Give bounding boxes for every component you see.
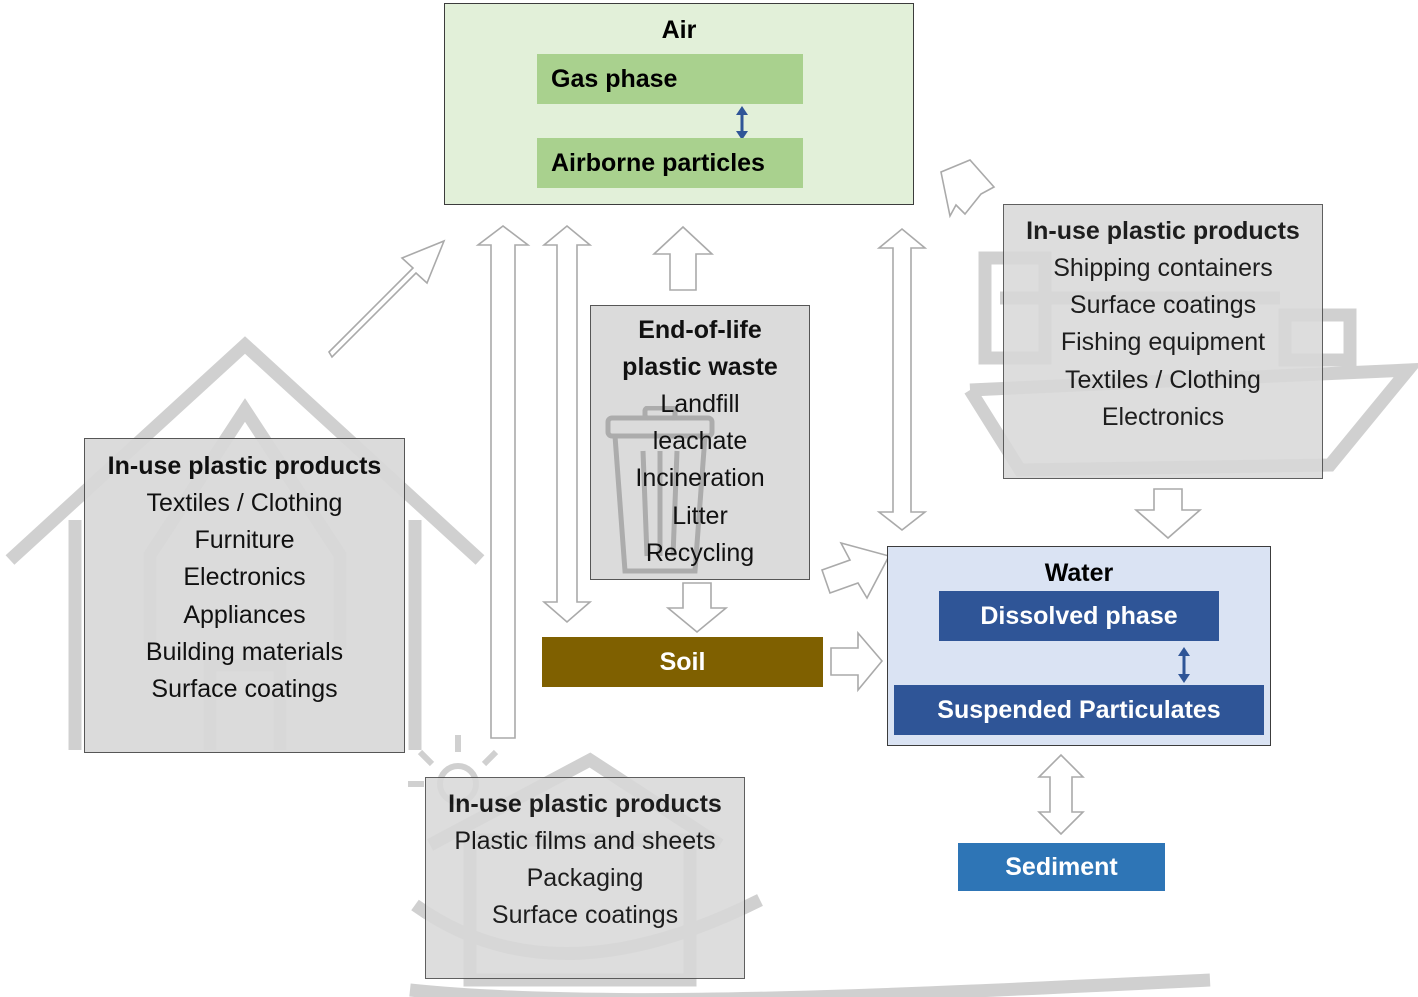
arrow-house-to-air [327, 239, 446, 359]
household-item: Surface coatings [151, 675, 338, 704]
suspended-particulates-bar: Suspended Particulates [894, 685, 1264, 735]
arrow-waste-to-water [820, 541, 891, 600]
gas-phase-bar: Gas phase [537, 54, 803, 104]
end-of-life-item: leachate [652, 427, 748, 456]
shipping-item: Shipping containers [1053, 254, 1273, 282]
air-compartment: Air Gas phase Airborne particles [444, 3, 914, 205]
soil-compartment: Soil [542, 637, 823, 687]
arrow-waste-to-soil [665, 582, 729, 634]
end-of-life-item: Litter [672, 501, 728, 530]
end-of-life-box: End-of-life plastic waste Landfill leach… [590, 305, 810, 580]
household-item: Appliances [183, 600, 306, 629]
dissolved-phase-bar: Dissolved phase [939, 591, 1219, 641]
arrow-ship-to-air [940, 159, 996, 219]
shipping-item: Textiles / Clothing [1065, 365, 1261, 394]
end-of-life-item: Landfill [660, 390, 740, 418]
airborne-particles-bar: Airborne particles [537, 138, 803, 188]
household-item: Electronics [183, 563, 306, 592]
shipping-item: Fishing equipment [1060, 328, 1266, 357]
household-item: Furniture [194, 526, 295, 555]
agriculture-item: Packaging [526, 864, 644, 893]
shipping-item: Surface coatings [1069, 291, 1257, 320]
end-of-life-title-line1: End-of-life [638, 316, 762, 344]
shipping-item: Electronics [1101, 402, 1225, 431]
dissolved-suspended-exchange-arrow [1178, 647, 1190, 683]
arrow-farm-to-air [475, 224, 531, 739]
agriculture-products-box: In-use plastic products Plastic films an… [425, 777, 745, 979]
agriculture-products-title: In-use plastic products [448, 790, 722, 818]
agriculture-item: Surface coatings [491, 901, 679, 930]
end-of-life-item: Incineration [635, 464, 765, 493]
agriculture-item: Plastic films and sheets [454, 827, 716, 855]
household-products-title: In-use plastic products [107, 452, 382, 480]
end-of-life-title-line2: plastic waste [622, 353, 778, 381]
end-of-life-item: Recycling [645, 538, 755, 567]
household-item: Building materials [145, 637, 344, 666]
water-title: Water [1044, 559, 1114, 587]
air-title: Air [661, 16, 697, 44]
arrow-waste-to-air [651, 225, 715, 291]
water-compartment: Water Dissolved phase Suspended Particul… [887, 546, 1271, 746]
gas-airborne-exchange-arrow [736, 106, 748, 140]
household-item: Textiles / Clothing [146, 489, 343, 517]
arrow-air-water-double [876, 227, 928, 532]
arrow-ship-to-water [1133, 488, 1203, 540]
trash-can-icon [605, 406, 715, 574]
arrow-air-soil-double [541, 224, 593, 624]
shipping-products-title: In-use plastic products [1026, 217, 1300, 245]
shipping-products-box: In-use plastic products Shipping contain… [1003, 204, 1323, 479]
arrow-water-sediment-double [1037, 753, 1085, 836]
household-products-box: In-use plastic products Textiles / Cloth… [84, 438, 405, 753]
arrow-soil-to-water [830, 630, 884, 693]
sediment-compartment: Sediment [958, 843, 1165, 891]
